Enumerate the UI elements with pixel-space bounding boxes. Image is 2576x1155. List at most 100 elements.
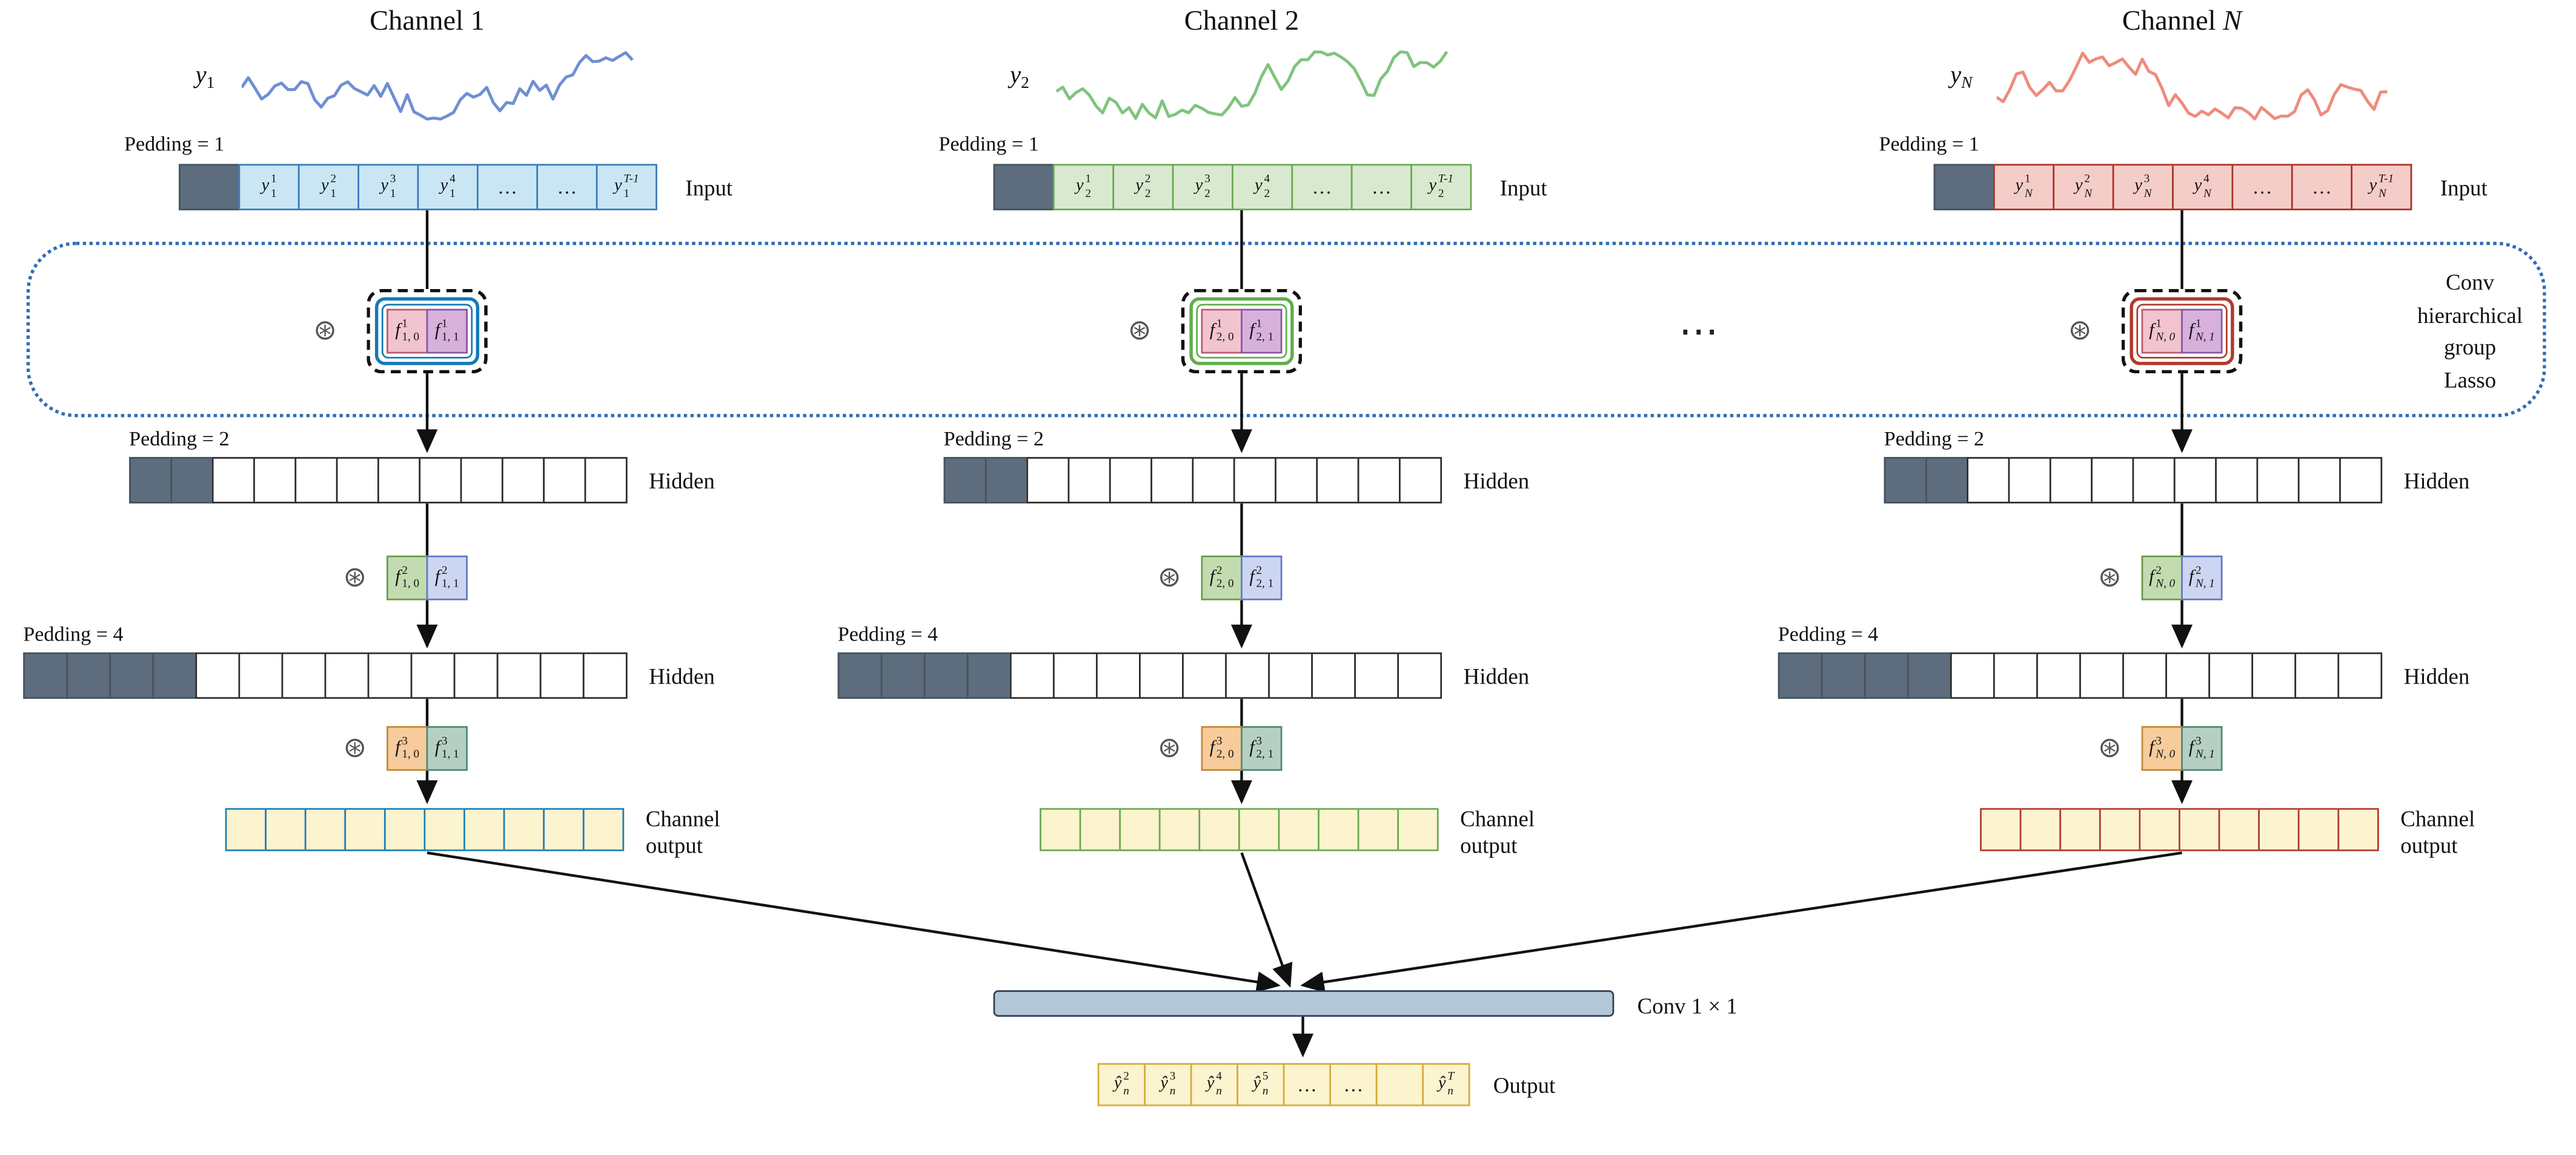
lasso-label-line: Conv bbox=[2446, 270, 2495, 295]
padding-cell bbox=[1778, 652, 1823, 699]
channel-output-label-line1: Channel bbox=[645, 806, 720, 831]
hidden-cell bbox=[281, 652, 327, 699]
math-base: y bbox=[2134, 176, 2142, 195]
math-superscript: 3 bbox=[402, 734, 408, 748]
channel-title-var: 2 bbox=[1285, 5, 1300, 37]
hidden-cell bbox=[1993, 652, 2038, 699]
cell-label: … bbox=[2252, 175, 2272, 199]
padding-cell bbox=[1864, 652, 1909, 699]
math-subscript: N bbox=[2203, 187, 2211, 200]
math-subscript: 1, 0 bbox=[402, 577, 420, 591]
hidden-cell bbox=[1316, 457, 1359, 504]
math-base: f bbox=[1249, 567, 1255, 587]
cell-label: … bbox=[2312, 175, 2332, 199]
padding-cell bbox=[923, 652, 969, 699]
hidden-cell bbox=[1182, 652, 1227, 699]
channel-title: Channel 2 bbox=[1184, 5, 1300, 38]
lasso-label-line: hierarchical bbox=[2417, 302, 2523, 327]
channel-output-cell bbox=[304, 808, 347, 851]
padding1-label: Pedding = 1 bbox=[124, 132, 225, 156]
channel-output-cell bbox=[1980, 808, 2022, 851]
math-base: f bbox=[395, 737, 400, 758]
math-base: y bbox=[320, 176, 329, 195]
signal-sub: N bbox=[1961, 74, 1973, 93]
math-subscript: 2 bbox=[1264, 187, 1270, 200]
math-superscript: 2 bbox=[1216, 563, 1223, 577]
channel-output-cell bbox=[2258, 808, 2300, 851]
math-base: f bbox=[434, 567, 440, 587]
hidden-cell bbox=[238, 652, 284, 699]
math-subscript: 1 bbox=[623, 187, 629, 200]
math-subscript: 2, 0 bbox=[1216, 748, 1234, 762]
hidden-row-2-label: Hidden bbox=[2403, 664, 2470, 689]
channel-output-cell bbox=[423, 808, 465, 851]
hidden-cell bbox=[2132, 457, 2176, 504]
math-base: y bbox=[1075, 176, 1084, 195]
padding1-label: Pedding = 1 bbox=[1879, 132, 1979, 156]
channel-output-label-line2: output bbox=[1460, 832, 1518, 857]
hidden-cell bbox=[2091, 457, 2134, 504]
math-superscript: 3 bbox=[442, 734, 448, 748]
padding4-label: Pedding = 4 bbox=[1778, 622, 1879, 646]
hidden-cell bbox=[453, 652, 499, 699]
hidden-cell bbox=[419, 457, 462, 504]
signal-label: yN bbox=[1950, 63, 1972, 93]
channel-output-cell bbox=[1158, 808, 1201, 851]
math-superscript: 1 bbox=[2024, 172, 2031, 186]
hidden-row-2-label: Hidden bbox=[649, 664, 715, 689]
math-subscript: 1, 1 bbox=[442, 748, 459, 762]
signal-label: y2 bbox=[1010, 63, 1029, 93]
math-superscript: 5 bbox=[1262, 1070, 1269, 1083]
hidden-cell bbox=[2297, 457, 2341, 504]
math-subscript: 1 bbox=[270, 187, 277, 200]
signal-sub: 2 bbox=[1021, 74, 1029, 93]
math-superscript: 2 bbox=[2156, 563, 2162, 577]
hidden-cell bbox=[2079, 652, 2124, 699]
math-subscript: 1 bbox=[450, 187, 456, 200]
cell-label: … bbox=[1371, 175, 1392, 199]
padding-cell bbox=[993, 164, 1055, 211]
math-base: ŷ bbox=[1160, 1074, 1169, 1093]
channel-output-cell bbox=[2019, 808, 2062, 851]
channel-output-cell bbox=[383, 808, 426, 851]
math-superscript: 4 bbox=[1264, 172, 1270, 186]
padding-cell bbox=[943, 457, 987, 504]
hidden-row-2 bbox=[837, 652, 1442, 699]
signal-waveform bbox=[1996, 52, 2388, 121]
hidden-cell bbox=[2165, 652, 2211, 699]
padding1-label: Pedding = 1 bbox=[938, 132, 1039, 156]
math-superscript: 2 bbox=[2195, 563, 2202, 577]
channel-output-cell bbox=[1318, 808, 1359, 851]
